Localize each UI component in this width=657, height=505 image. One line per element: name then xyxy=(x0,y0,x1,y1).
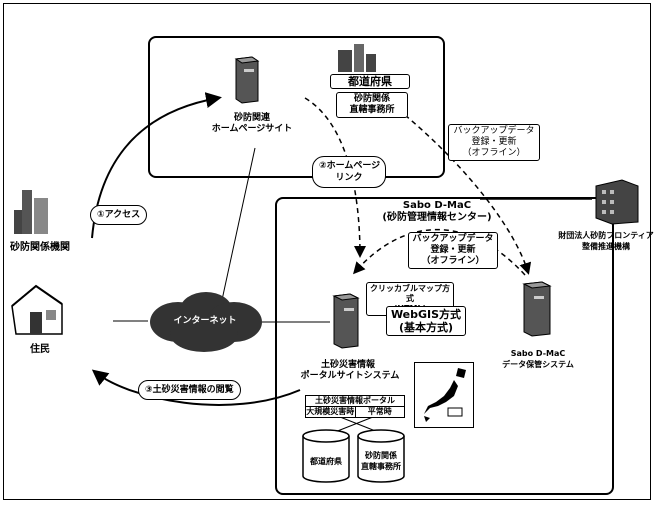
japan-map-icon xyxy=(414,362,474,428)
db-office-icon xyxy=(357,429,405,483)
backup-top-label: バックアップデータ 登録・更新 （オフライン） xyxy=(448,124,540,161)
db-prefecture-icon xyxy=(302,429,350,483)
portal-server-icon xyxy=(332,293,360,349)
browse-label: ③土砂災害情報の閲覧 xyxy=(138,380,241,400)
homepage-link-label: ②ホームページ リンク xyxy=(312,156,386,188)
foundation-label-1: 財団法人砂防フロンティア xyxy=(558,231,654,240)
storage-label-1: Sabo D-MaC xyxy=(510,349,566,358)
sabo-agency-label: 砂防関係機関 xyxy=(10,242,70,253)
portal-normal-cell: 平常時 xyxy=(367,407,392,416)
webgis-label: WebGIS方式 (基本方式) xyxy=(386,306,466,336)
homepage-link-label-2: リンク xyxy=(335,173,363,183)
foundation-label-2: 整備推進機構 xyxy=(582,242,630,251)
backup-mid-label: バックアップデータ 登録・更新 （オフライン） xyxy=(408,232,498,269)
db-office-label-1: 砂防関係 xyxy=(365,451,397,460)
dmac-title-2: (砂防管理情報センター) xyxy=(382,212,492,223)
portal-disaster-cell: 大規模災害時 xyxy=(306,407,356,417)
internet-cloud-icon xyxy=(150,292,262,352)
sabo-agency-building-icon xyxy=(14,190,48,234)
sabo-office-label-1: 砂防関係 xyxy=(353,94,390,104)
webgis-label-2: (基本方式) xyxy=(398,321,454,334)
clickable-map-label-1: クリッカブルマップ方式 xyxy=(370,284,450,303)
backup-top-label-2: 登録・更新 xyxy=(471,137,517,147)
portal-table: 土砂災害情報ポータル 大規模災害時 平常時 xyxy=(305,395,405,418)
backup-mid-label-3: （オフライン） xyxy=(421,256,485,266)
prefecture-building-icon xyxy=(338,44,376,72)
dmac-title-1: Sabo D-MaC xyxy=(402,200,472,211)
portal-system-label-2: ポータルサイトシステム xyxy=(300,371,400,381)
portal-system-label-1: 土砂災害情報 xyxy=(320,360,375,370)
backup-mid-label-2: 登録・更新 xyxy=(430,245,476,255)
sabo-office-label-2: 直轄事務所 xyxy=(349,105,395,115)
foundation-building-icon xyxy=(595,179,639,225)
resident-label: 住民 xyxy=(30,344,50,355)
backup-mid-label-1: バックアップデータ xyxy=(412,234,494,244)
db-office-label-2: 直轄事務所 xyxy=(361,462,401,471)
webgis-label-1: WebGIS方式 xyxy=(390,308,462,321)
prefecture-label: 都道府県 xyxy=(330,74,410,89)
storage-server-icon xyxy=(522,281,552,337)
homepage-site-label-1: 砂防関連 xyxy=(233,113,270,123)
internet-label: インターネット xyxy=(173,316,237,326)
diagram-frame xyxy=(3,3,651,500)
sabo-office-label: 砂防関係 直轄事務所 xyxy=(336,92,408,118)
portal-table-title: 土砂災害情報ポータル xyxy=(306,396,404,407)
access-label: ①アクセス xyxy=(90,205,148,225)
homepage-site-label-2: ホームページサイト xyxy=(211,124,293,134)
backup-top-label-3: （オフライン） xyxy=(462,148,526,158)
backup-top-label-1: バックアップデータ xyxy=(453,126,535,136)
homepage-link-label-1: ②ホームページ xyxy=(319,161,381,171)
top-region-box xyxy=(148,36,445,178)
homepage-server-icon xyxy=(234,56,260,104)
resident-house-icon xyxy=(11,284,63,335)
dmac-region-box xyxy=(275,197,614,495)
db-prefecture-label: 都道府県 xyxy=(310,457,342,466)
storage-label-2: データ保管システム xyxy=(502,360,574,369)
